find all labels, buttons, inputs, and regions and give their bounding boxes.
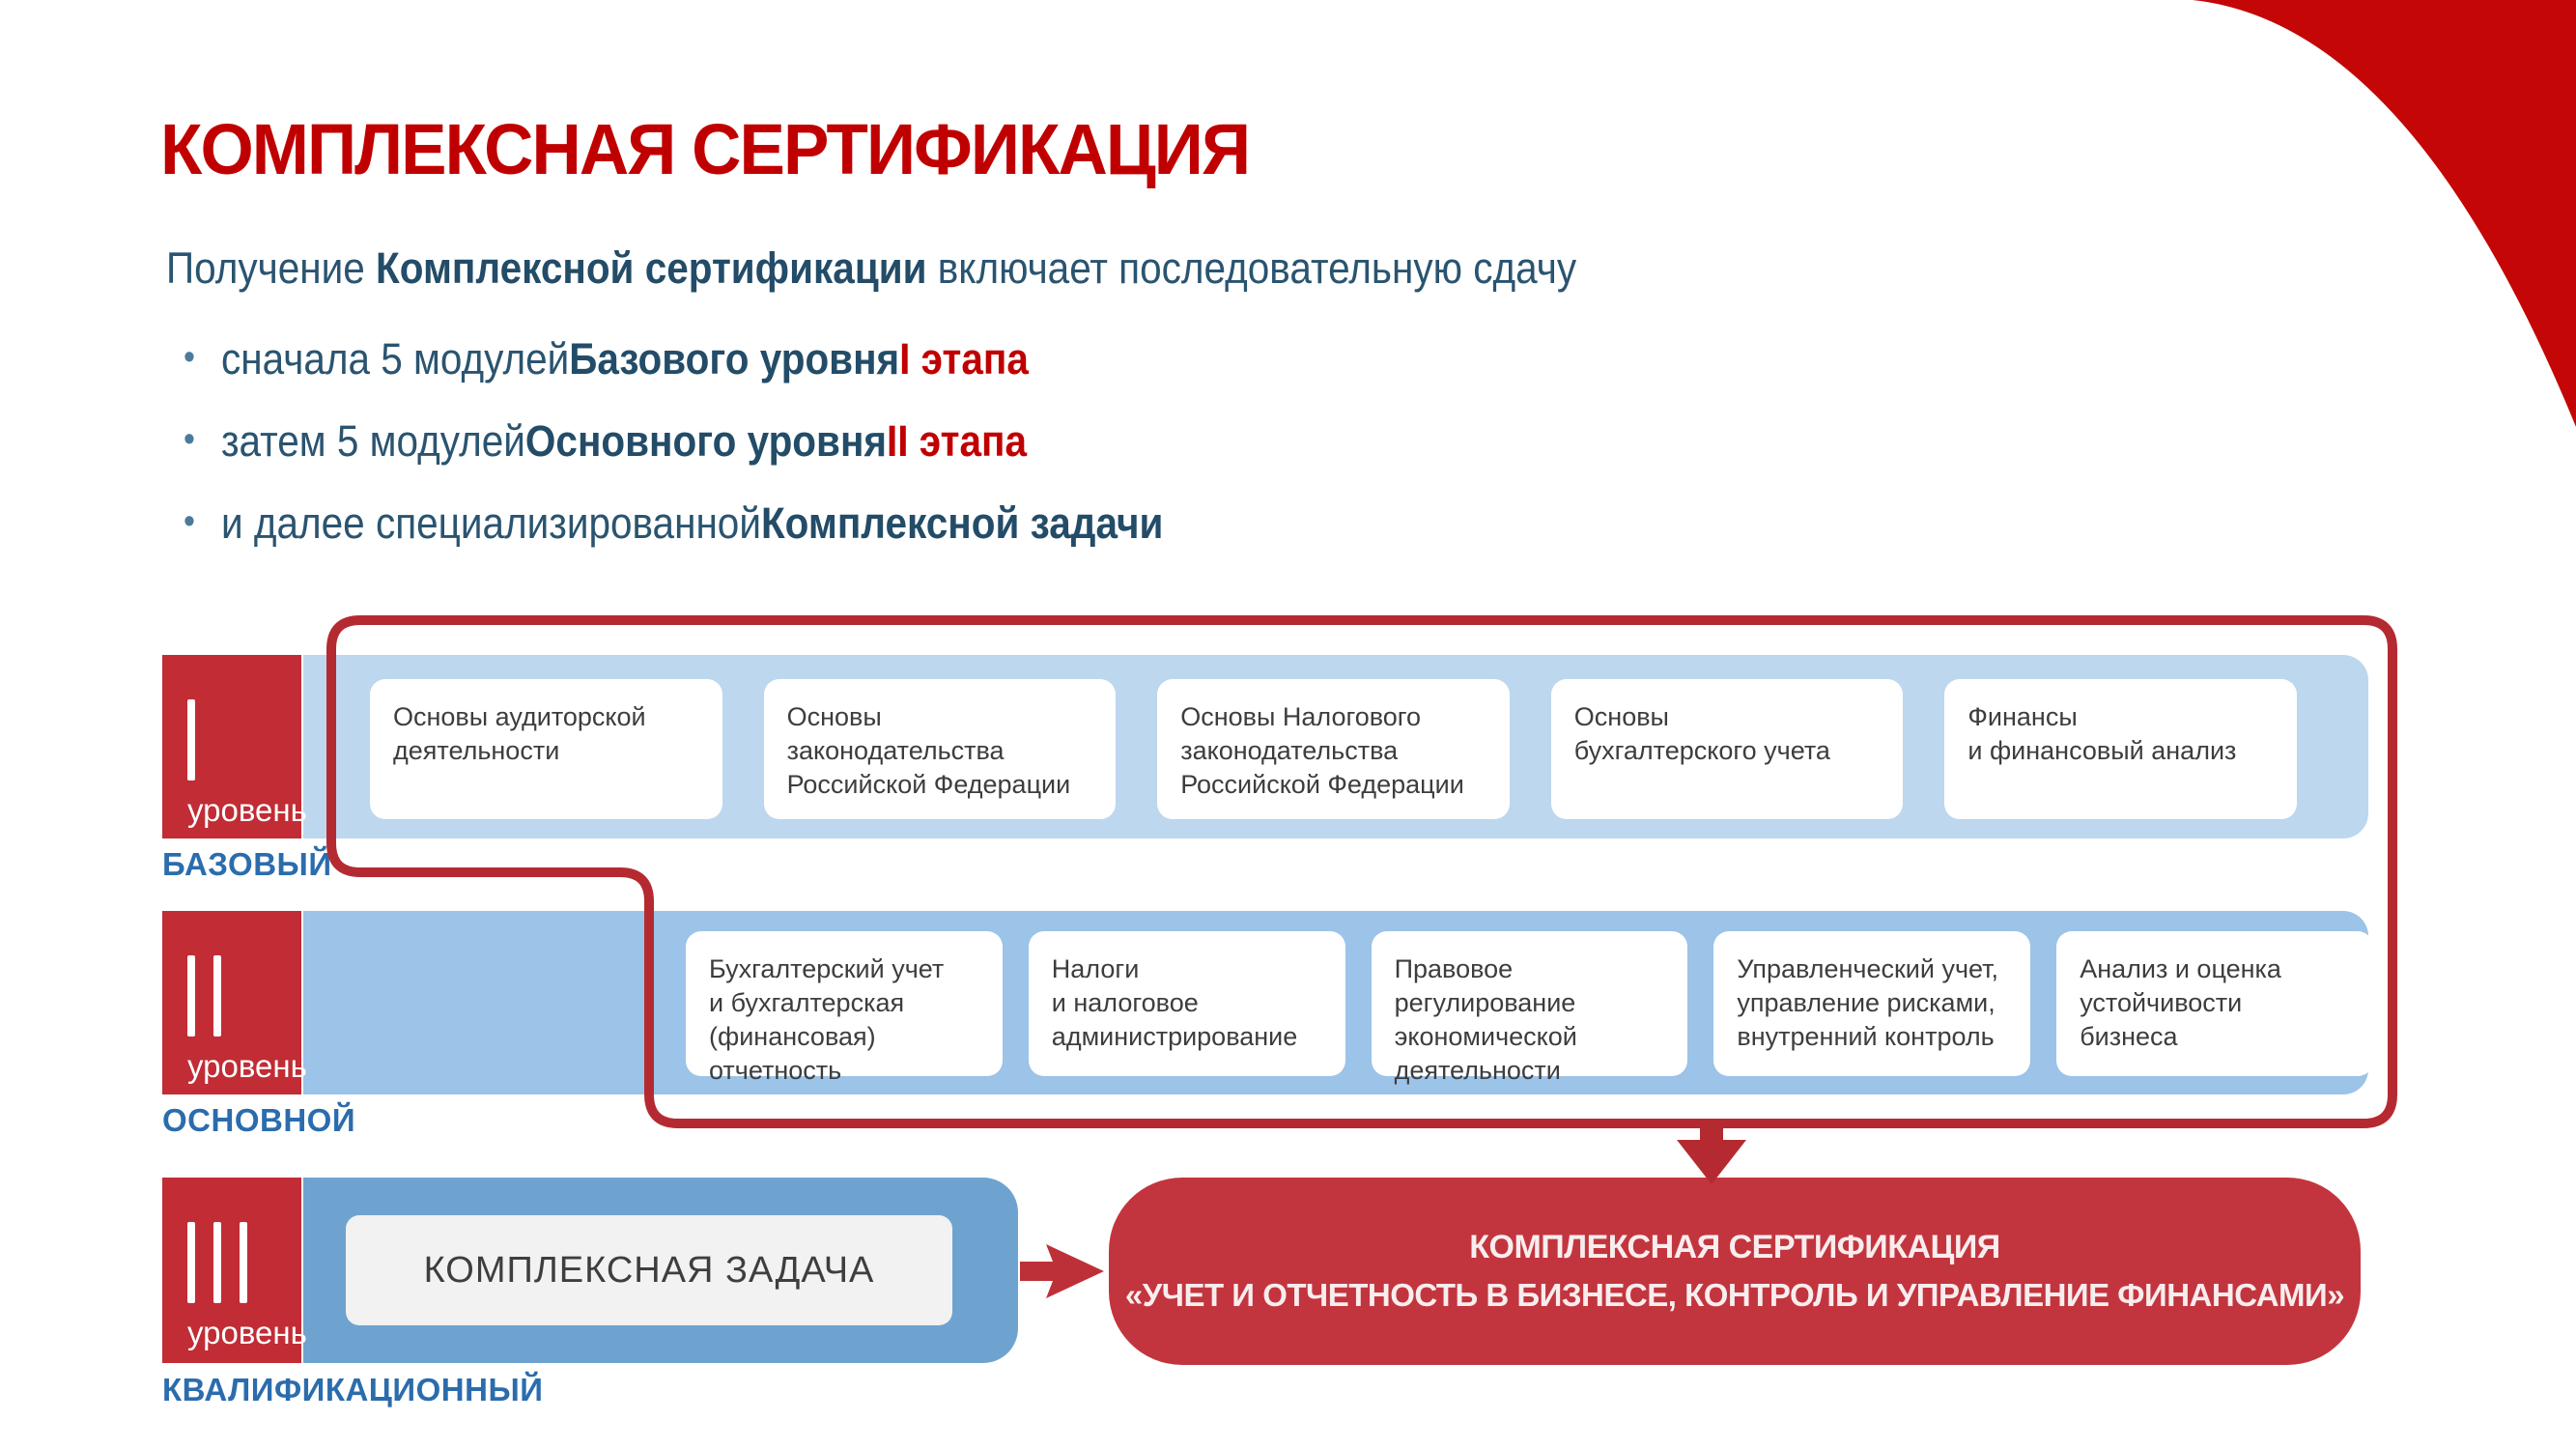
bullet-item-1: • сначала 5 модулей Базового уровня I эта… xyxy=(184,334,1163,416)
level-2-badge: уровень xyxy=(162,911,307,1094)
level-3-word: уровень xyxy=(187,1315,307,1350)
intro-text: Получение Комплексной сертификации включ… xyxy=(166,243,1576,294)
bullet-1-stage: I этапа xyxy=(899,334,1029,384)
module-card: Основы бухгалтерского учета xyxy=(1550,679,1904,819)
bullet-2-pre: затем 5 модулей xyxy=(220,416,525,466)
level-1-numeral-bars xyxy=(187,699,301,781)
bullet-list: • сначала 5 модулей Базового уровня I эта… xyxy=(184,334,1272,581)
module-card: Управленческий учет, управление рисками,… xyxy=(1713,931,2031,1076)
bullet-3-bold: Комплексной задачи xyxy=(760,498,1164,548)
tier-name-qualification: КВАЛИФИКАЦИОННЫЙ xyxy=(162,1372,544,1407)
bullet-dot: • xyxy=(184,419,195,460)
result-line-2: «УЧЕТ И ОТЧЕТНОСТЬ В БИЗНЕСЕ, КОНТРОЛЬ И… xyxy=(1124,1276,2345,1313)
level-3-numeral-bars xyxy=(187,1222,301,1303)
bullet-dot: • xyxy=(184,501,195,542)
bullet-item-3: • и далее специализированной Комплексной … xyxy=(184,498,1163,581)
bullet-3-pre: и далее специализированной xyxy=(220,498,761,548)
bullet-1-pre: сначала 5 модулей xyxy=(220,334,570,384)
intro-post: включает последовательную сдачу xyxy=(926,243,1577,293)
module-card: Финансы и финансовый анализ xyxy=(1944,679,2297,819)
intro-pre: Получение xyxy=(166,243,377,293)
intro-bold: Комплексной сертификации xyxy=(376,243,927,293)
module-card: Бухгалтерский учет и бухгалтерская (фина… xyxy=(686,931,1003,1085)
level-1-modules: Основы аудиторской деятельности Основы з… xyxy=(370,679,2297,819)
level-2-word: уровень xyxy=(187,1048,307,1084)
result-line-1: КОМПЛЕКСНАЯ СЕРТИФИКАЦИЯ xyxy=(1469,1229,2000,1266)
level-2-modules: Бухгалтерский учет и бухгалтерская (фина… xyxy=(686,931,2373,1085)
level-1-badge: уровень xyxy=(162,655,307,838)
module-card: Основы аудиторской деятельности xyxy=(370,679,722,819)
bullet-2-stage: II этапа xyxy=(887,416,1027,466)
bullet-1-bold: Базового уровня xyxy=(569,334,900,384)
right-arrow-icon xyxy=(1020,1244,1104,1298)
page-title: КОМПЛЕКСНАЯ СЕРТИФИКАЦИЯ xyxy=(160,109,1251,189)
corner-decoration xyxy=(2193,0,2576,427)
level-2-numeral-bars xyxy=(187,955,301,1037)
bullet-2-bold: Основного уровня xyxy=(524,416,888,466)
complex-task-card: КОМПЛЕКСНАЯ ЗАДАЧА xyxy=(346,1215,952,1325)
module-card: Налоги и налоговое администрирование xyxy=(1028,931,1345,1076)
level-3-badge: уровень xyxy=(162,1178,307,1363)
bullet-dot: • xyxy=(184,337,195,378)
module-card: Основы Налогового законодательства Росси… xyxy=(1157,679,1510,819)
module-card: Анализ и оценка устойчивости бизнеса xyxy=(2056,931,2373,1076)
module-card: Основы законодательства Российской Федер… xyxy=(763,679,1117,819)
down-arrow-icon xyxy=(1677,1125,1746,1184)
tier-name-main: ОСНОВНОЙ xyxy=(162,1102,356,1138)
bullet-item-2: • затем 5 модулей Основного уровня II эта… xyxy=(184,416,1163,498)
module-card: Правовое регулирование экономической дея… xyxy=(1371,931,1688,1085)
level-1-word: уровень xyxy=(187,792,307,828)
result-certification-box: КОМПЛЕКСНАЯ СЕРТИФИКАЦИЯ «УЧЕТ И ОТЧЕТНО… xyxy=(1109,1178,2361,1365)
tier-name-basic: БАЗОВЫЙ xyxy=(162,846,332,882)
